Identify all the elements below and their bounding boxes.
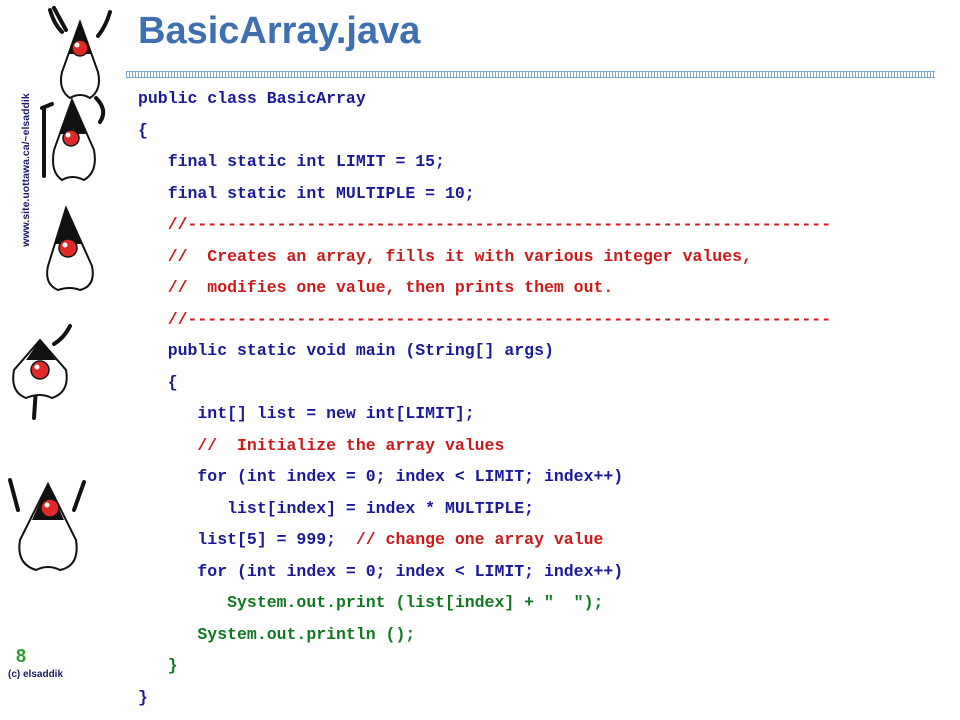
code-line: } [138,682,938,714]
code-line: } [138,650,938,682]
code-line: list[5] = 999; // change one array value [138,524,938,556]
code-line: final static int MULTIPLE = 10; [138,178,938,210]
side-url-text: www.site.uottawa.ca/~elsaddik [20,93,32,247]
code-segment: final static int LIMIT = 15; [138,152,445,171]
code-line: // Initialize the array values [138,430,938,462]
code-line: { [138,367,938,399]
copyright-text: (c) elsaddik [8,669,64,680]
code-line: { [138,115,938,147]
code-segment: //--------------------------------------… [138,215,832,234]
code-line: list[index] = index * MULTIPLE; [138,493,938,525]
code-block: public class BasicArray { final static in… [138,83,938,713]
code-line: //--------------------------------------… [138,304,938,336]
code-segment: { [138,120,148,140]
code-line: final static int LIMIT = 15; [138,146,938,178]
code-line: for (int index = 0; index < LIMIT; index… [138,556,938,588]
duke-mascot-icon [48,6,112,100]
code-segment: list[5] = 999; [138,530,356,549]
code-segment: public static void main (String[] args) [138,341,554,360]
code-line: int[] list = new int[LIMIT]; [138,398,938,430]
code-line: public static void main (String[] args) [138,335,938,367]
duke-mascot-icon [8,478,86,572]
code-line: public class BasicArray [138,83,938,115]
code-segment: { [138,372,178,392]
code-segment: // Initialize the array values [138,435,505,455]
code-segment: public class BasicArray [138,89,366,108]
code-line: System.out.println (); [138,619,938,651]
code-segment: // Creates an array, fills it with vario… [138,246,752,266]
duke-mascot-icon [40,96,106,182]
code-segment: int[] list = new int[LIMIT]; [138,404,475,423]
code-line: //--------------------------------------… [138,209,938,241]
code-segment: // modifies one value, then prints them … [138,278,614,297]
code-segment: System.out.println (); [138,624,416,644]
title-divider [126,71,935,78]
code-segment: final static int MULTIPLE = 10; [138,183,475,203]
duke-mascot-icon [12,324,72,420]
code-segment: list[index] = index * MULTIPLE; [138,498,535,518]
code-segment: for (int index = 0; index < LIMIT; index… [138,467,624,486]
code-line: for (int index = 0; index < LIMIT; index… [138,461,938,493]
code-line: // Creates an array, fills it with vario… [138,241,938,273]
duke-mascot-icon [46,205,94,292]
code-segment: System.out.print (list[index] + " "); [138,593,604,612]
code-segment: for (int index = 0; index < LIMIT; index… [138,561,624,581]
code-segment: //--------------------------------------… [138,309,832,329]
code-line: // modifies one value, then prints them … [138,272,938,304]
code-segment: // change one array value [355,530,604,549]
page-number: 8 [16,646,27,666]
code-line: System.out.print (list[index] + " "); [138,587,938,619]
code-segment: } [138,687,148,707]
page-title: BasicArray.java [138,10,421,52]
code-segment: } [138,656,178,675]
